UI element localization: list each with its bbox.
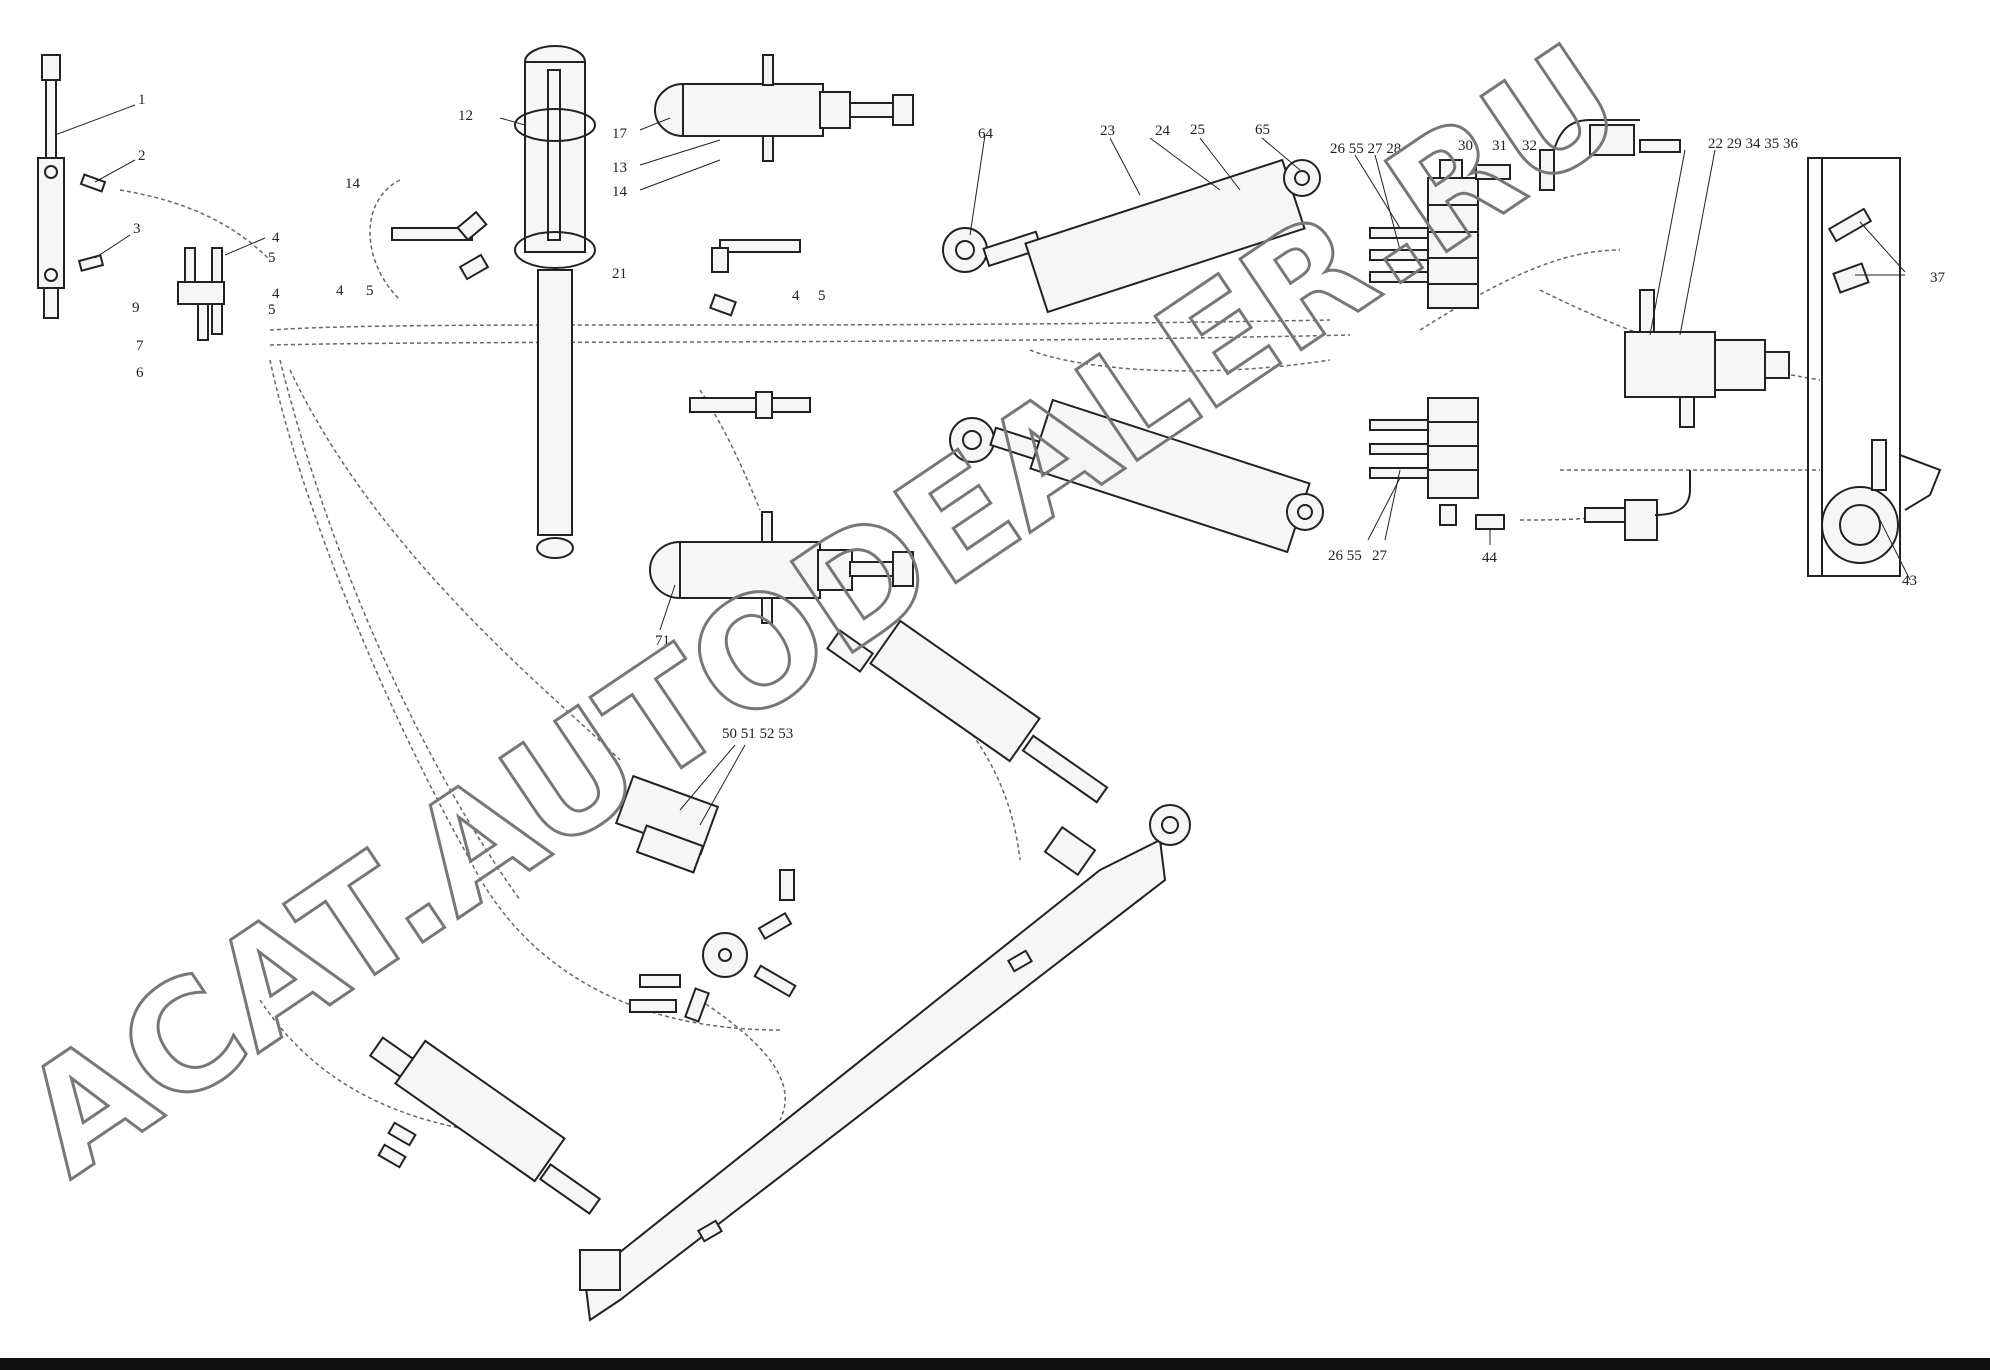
callout-12: 12 bbox=[458, 108, 473, 124]
callout-31: 31 bbox=[1492, 138, 1507, 154]
callout-21: 21 bbox=[612, 266, 627, 282]
bottom-border-bar bbox=[0, 1358, 1990, 1370]
callout-44: 44 bbox=[1482, 550, 1498, 566]
valve-block-lower bbox=[1369, 397, 1479, 499]
valve-block-4-9 bbox=[177, 247, 225, 341]
watermark-text: ACAT.AUTODEALER.RU bbox=[0, 12, 1652, 1210]
callout-13: 13 bbox=[612, 160, 627, 176]
callout-32: 32 bbox=[1522, 138, 1537, 154]
callout-26-55-27-28: 26 55 27 28 bbox=[1330, 141, 1401, 157]
cylinder-part-66 bbox=[949, 398, 1324, 554]
callout-25: 25 bbox=[1190, 122, 1205, 138]
callout-2: 2 bbox=[138, 148, 146, 164]
callout-5: 5 bbox=[366, 283, 374, 299]
callout-26-55: 26 55 bbox=[1328, 548, 1362, 564]
watermark: ACAT.AUTODEALER.RU bbox=[0, 11, 1653, 1212]
callout-9: 9 bbox=[132, 300, 140, 316]
callout-5: 5 bbox=[268, 250, 276, 266]
callout-27: 27 bbox=[1372, 548, 1388, 564]
callout-6: 6 bbox=[136, 365, 144, 381]
callout-5: 5 bbox=[268, 302, 276, 318]
cylinder-part-47 bbox=[825, 619, 1109, 877]
cylinder-part-71 bbox=[649, 511, 914, 624]
fittings-group-21 bbox=[689, 239, 811, 419]
callout-4: 4 bbox=[792, 288, 800, 304]
callout-4: 4 bbox=[272, 286, 280, 302]
leader-lines bbox=[54, 104, 1911, 826]
fittings-44 bbox=[1439, 470, 1691, 541]
callout-1: 1 bbox=[138, 92, 146, 108]
callout-24: 24 bbox=[1155, 123, 1171, 139]
callout-4: 4 bbox=[336, 283, 344, 299]
callout-43: 43 bbox=[1902, 573, 1917, 589]
callout-65: 65 bbox=[1255, 122, 1270, 138]
cylinder-part-77 bbox=[368, 1036, 602, 1215]
valve-50-53 bbox=[614, 774, 720, 874]
fittings-30-32 bbox=[1439, 119, 1681, 191]
steering-arm-bar bbox=[579, 804, 1191, 1322]
callout-14: 14 bbox=[612, 184, 628, 200]
fittings-group-14 bbox=[391, 210, 490, 281]
fitting-3 bbox=[77, 254, 105, 272]
callout-labels: 1 2 3 4 5 4 5 9 7 6 12 14 4 5 17 13 14 2… bbox=[132, 92, 1946, 742]
cylinder-part-23 bbox=[942, 158, 1321, 314]
callout-64: 64 bbox=[978, 126, 994, 142]
hydraulic-hub-58 bbox=[629, 869, 797, 1023]
hydraulic-pump-22-36 bbox=[1624, 289, 1790, 428]
cylinder-part-12 bbox=[514, 45, 596, 559]
callout-30: 30 bbox=[1458, 138, 1473, 154]
callout-5: 5 bbox=[818, 288, 826, 304]
callout-4: 4 bbox=[272, 230, 280, 246]
rod-part-1 bbox=[37, 54, 65, 319]
fitting-2 bbox=[79, 173, 107, 193]
callout-7: 7 bbox=[136, 338, 144, 354]
cylinder-part-17 bbox=[654, 54, 914, 162]
mounting-plate-37-43 bbox=[1807, 157, 1942, 577]
callout-37: 37 bbox=[1930, 270, 1946, 286]
callout-17: 17 bbox=[612, 126, 628, 142]
callout-14: 14 bbox=[345, 176, 361, 192]
callout-50-51-52-53: 50 51 52 53 bbox=[722, 726, 793, 742]
callout-71: 71 bbox=[655, 633, 670, 649]
fittings-lower-left bbox=[377, 949, 1034, 1243]
callout-23: 23 bbox=[1100, 123, 1115, 139]
valve-block-upper bbox=[1369, 177, 1479, 309]
callout-22-29-34-35-36: 22 29 34 35 36 bbox=[1708, 136, 1799, 152]
callout-3: 3 bbox=[133, 221, 141, 237]
